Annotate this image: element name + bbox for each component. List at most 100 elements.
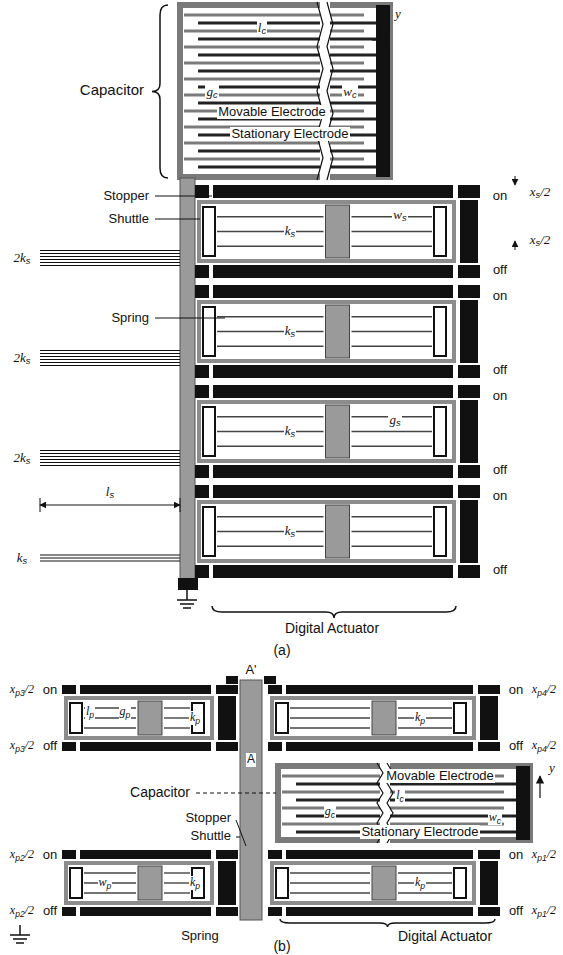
leader-line <box>184 142 364 145</box>
part-label: ks <box>284 224 296 239</box>
part-shape <box>326 205 350 258</box>
part-shape <box>195 285 209 298</box>
part-label: gc <box>324 805 336 819</box>
part-shape <box>80 850 211 859</box>
part-shape <box>478 907 500 916</box>
part-label: on <box>492 189 508 204</box>
part-shape <box>213 285 453 298</box>
leader-line <box>196 793 276 794</box>
part-shape <box>180 178 195 580</box>
part-label: xp3/2 <box>9 739 35 753</box>
part-label: xs/2 <box>529 233 552 248</box>
part-label: wp <box>98 876 113 890</box>
leader-line <box>40 456 180 457</box>
part-shape <box>138 866 162 900</box>
part-shape <box>268 907 282 916</box>
part-label: (a) <box>272 642 291 658</box>
leader-line <box>236 820 246 846</box>
part-shape <box>70 703 82 733</box>
leader-line <box>236 837 240 838</box>
leader-line <box>290 872 370 873</box>
part-shape <box>203 507 215 556</box>
part-shape <box>195 385 209 398</box>
part-shape <box>478 685 500 694</box>
leader-line <box>352 346 433 347</box>
part-label: lc <box>395 789 405 803</box>
leader-line <box>40 561 180 562</box>
part-shape <box>286 742 473 751</box>
leader-line <box>217 516 324 517</box>
part-shape <box>278 766 530 840</box>
part-shape <box>66 863 212 903</box>
part-label: xp1/2 <box>531 848 557 862</box>
part-shape <box>458 385 480 398</box>
leader-line <box>398 872 452 873</box>
part-shape <box>458 265 480 278</box>
part-label: off <box>508 904 524 919</box>
part-label: xp1/2 <box>531 904 557 918</box>
leader-line <box>198 54 376 57</box>
part-shape <box>460 200 478 263</box>
outline-path <box>212 606 456 618</box>
part-shape <box>203 207 215 256</box>
part-shape <box>272 698 474 738</box>
leader-line <box>164 707 190 708</box>
outline-path <box>327 2 333 180</box>
outline-path <box>317 2 323 180</box>
part-label: on <box>42 683 58 698</box>
leader-line <box>13 938 27 940</box>
part-shape <box>268 850 282 859</box>
leader-line <box>198 150 376 153</box>
part-label: off <box>492 263 508 278</box>
leader-line <box>40 505 180 506</box>
part-label: kp <box>189 711 201 725</box>
part-label: (b) <box>272 938 291 954</box>
part-label: Stationary Electrode <box>360 825 479 840</box>
leader-line <box>40 459 180 460</box>
part-shape <box>264 676 276 684</box>
leader-line <box>40 558 180 559</box>
part-label: 2ks <box>13 351 32 366</box>
part-shape <box>203 307 215 356</box>
leader-line <box>155 219 200 220</box>
part-shape <box>240 680 262 920</box>
part-shape <box>178 578 198 590</box>
part-shape <box>458 485 480 498</box>
leader-line <box>184 62 364 65</box>
part-shape <box>478 850 500 859</box>
part-shape <box>434 507 446 556</box>
part-label: Digital Actuator <box>397 928 493 944</box>
part-shape <box>226 676 238 684</box>
part-shape <box>460 400 478 463</box>
leader-line <box>217 431 324 432</box>
part-shape <box>286 907 473 916</box>
part-shape <box>458 465 480 478</box>
part-shape <box>326 405 350 458</box>
part-label: on <box>508 683 524 698</box>
leader-line <box>217 546 324 547</box>
part-label: on <box>492 489 508 504</box>
leader-line <box>352 446 433 447</box>
part-shape <box>434 407 446 456</box>
part-label: ks <box>16 551 28 566</box>
leader-line <box>40 250 180 251</box>
part-label: xp3/2 <box>9 683 35 697</box>
part-shape <box>216 907 238 916</box>
part-shape <box>213 385 453 398</box>
outline-path <box>280 919 495 927</box>
part-shape <box>216 850 238 859</box>
part-label: A <box>246 753 256 767</box>
part-shape <box>62 850 76 859</box>
leader-line <box>352 246 433 247</box>
leader-line <box>177 599 197 601</box>
leader-line <box>19 925 21 935</box>
part-label: kp <box>189 876 201 890</box>
part-label: Shuttle <box>190 829 232 844</box>
part-shape <box>199 402 454 461</box>
outline-path <box>152 5 168 178</box>
leader-line <box>352 231 433 232</box>
leader-line <box>40 256 180 257</box>
part-label: on <box>492 289 508 304</box>
part-shape <box>454 868 466 898</box>
leader-line <box>40 356 180 357</box>
